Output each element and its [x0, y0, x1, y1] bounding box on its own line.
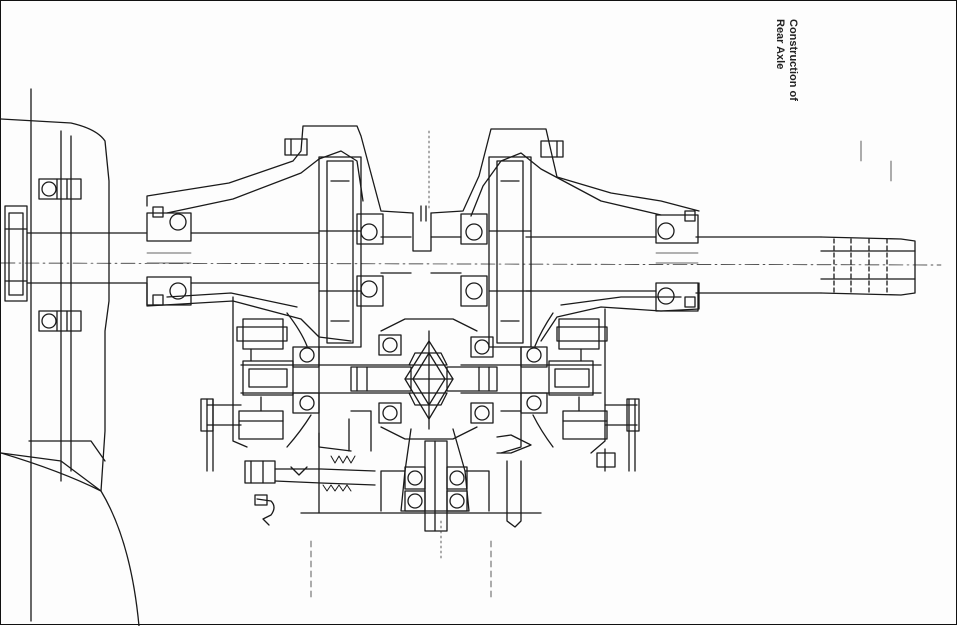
gear-case-lower — [147, 283, 699, 341]
gear-case-upper — [147, 126, 699, 251]
main-axle-shaft — [1, 233, 941, 295]
scan-margin-marks — [949, 131, 957, 431]
section-hatching — [147, 131, 891, 601]
left-brake-unit — [201, 297, 351, 471]
right-brake-unit — [501, 309, 639, 471]
shaft-bearings — [147, 207, 698, 311]
large-gear-left — [319, 157, 361, 347]
brake-linkage — [245, 411, 531, 527]
input-pinion — [301, 429, 541, 531]
left-flange — [5, 179, 81, 331]
large-gear-right — [489, 157, 531, 347]
left-housing — [1, 89, 139, 626]
differential-assembly — [241, 319, 601, 439]
